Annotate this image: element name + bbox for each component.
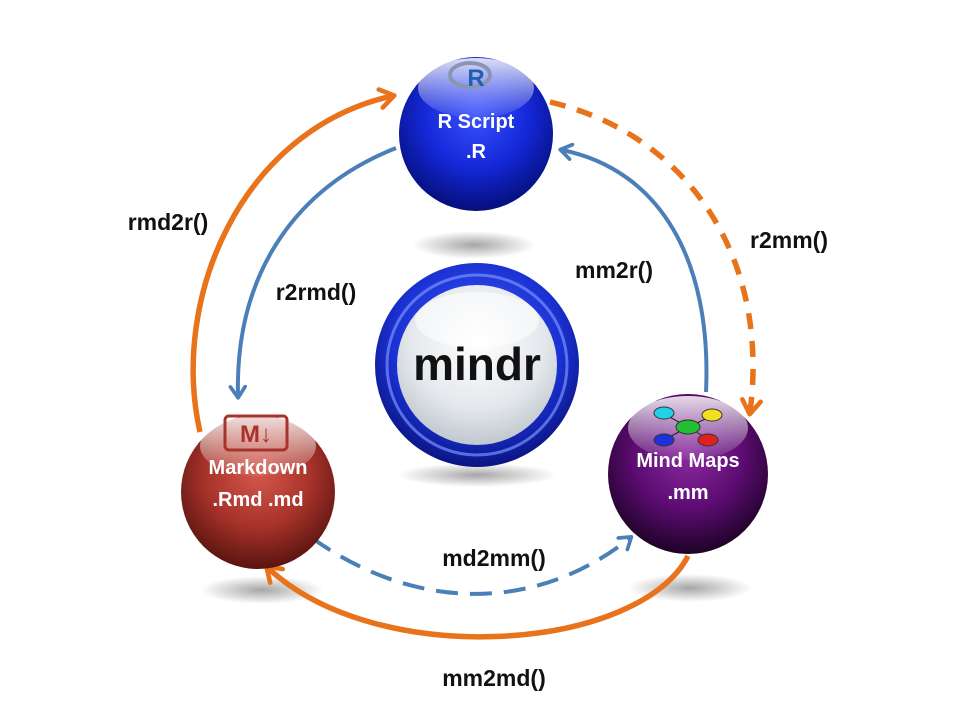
- r-script-node[interactable]: R R Script .R: [399, 57, 553, 211]
- mm2r-label: mm2r(): [575, 257, 653, 283]
- markdown-icon: M↓: [223, 414, 289, 452]
- svg-text:R: R: [467, 65, 484, 92]
- mind-map-icon: [653, 406, 723, 447]
- rmd2r-label: rmd2r(): [128, 209, 209, 235]
- center-shadow: [397, 463, 557, 487]
- mindr-title: mindr: [413, 338, 541, 390]
- r2rmd-arrow: [228, 146, 397, 400]
- r-script-shadow: [412, 231, 536, 259]
- r2mm-label: r2mm(): [750, 227, 828, 253]
- mind-maps-title: Mind Maps: [636, 450, 739, 472]
- r-script-ext: .R: [466, 141, 487, 163]
- r2rmd-label: r2rmd(): [276, 279, 357, 305]
- mind-maps-shadow: [628, 574, 752, 602]
- mindr-center-badge: mindr: [375, 263, 579, 467]
- r-logo-icon: R: [448, 61, 492, 92]
- markdown-title: Markdown: [209, 457, 308, 479]
- markdown-ext: .Rmd .md: [212, 489, 303, 511]
- mm2md-label: mm2md(): [442, 665, 546, 691]
- rmd2r-arrow: [190, 87, 397, 433]
- md2mm-arrow: [310, 535, 634, 596]
- r2mm-arrow: [549, 99, 763, 417]
- mind-maps-node[interactable]: Mind Maps .mm: [608, 394, 768, 554]
- markdown-shadow: [200, 576, 324, 604]
- md2mm-label: md2mm(): [442, 545, 546, 571]
- mm2r-arrow: [558, 142, 709, 393]
- mind-maps-ext: .mm: [667, 482, 708, 504]
- mm2md-arrow: [263, 554, 691, 640]
- svg-text:M↓: M↓: [240, 421, 272, 448]
- markdown-node[interactable]: M↓ Markdown .Rmd .md: [181, 414, 335, 569]
- r-script-title: R Script: [438, 111, 515, 133]
